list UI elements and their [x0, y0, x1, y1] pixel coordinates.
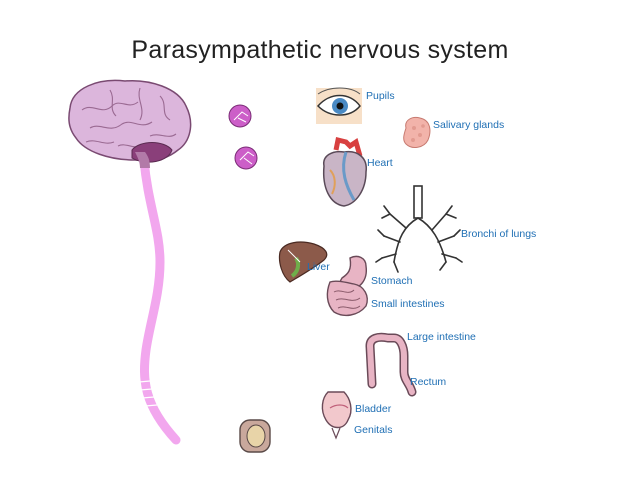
- brain-illustration: [68, 79, 192, 168]
- eye-illustration: [316, 87, 362, 124]
- ganglion-lower: [234, 146, 258, 170]
- heart-illustration: [322, 136, 367, 207]
- label-salivary-glands: Salivary glands: [433, 119, 505, 131]
- liver-illustration: [278, 241, 328, 283]
- label-large-intestine: Large intestine: [407, 331, 476, 343]
- label-bladder: Bladder: [355, 403, 392, 415]
- label-stomach: Stomach: [371, 275, 413, 287]
- label-rectum: Rectum: [410, 376, 447, 388]
- sacral-marks: [138, 380, 158, 407]
- diagram-title: Parasympathetic nervous system: [131, 36, 509, 64]
- small-intestines-illustration: [326, 280, 368, 317]
- label-small-intestines: Small intestines: [371, 298, 445, 310]
- spinal-cord: [139, 155, 181, 445]
- label-bronchi-of-lungs: Bronchi of lungs: [461, 228, 537, 240]
- bladder-illustration: [321, 391, 352, 440]
- bronchi-illustration: [375, 185, 463, 273]
- large-intestine-illustration: [365, 332, 417, 397]
- salivary-gland-illustration: [403, 117, 431, 148]
- label-heart: Heart: [367, 157, 393, 169]
- label-liver: Liver: [307, 261, 330, 273]
- brainstem: [135, 152, 150, 168]
- ganglion-upper: [228, 104, 252, 128]
- genitals-illustration: [239, 419, 271, 453]
- label-pupils: Pupils: [366, 90, 395, 102]
- label-genitals: Genitals: [354, 424, 393, 436]
